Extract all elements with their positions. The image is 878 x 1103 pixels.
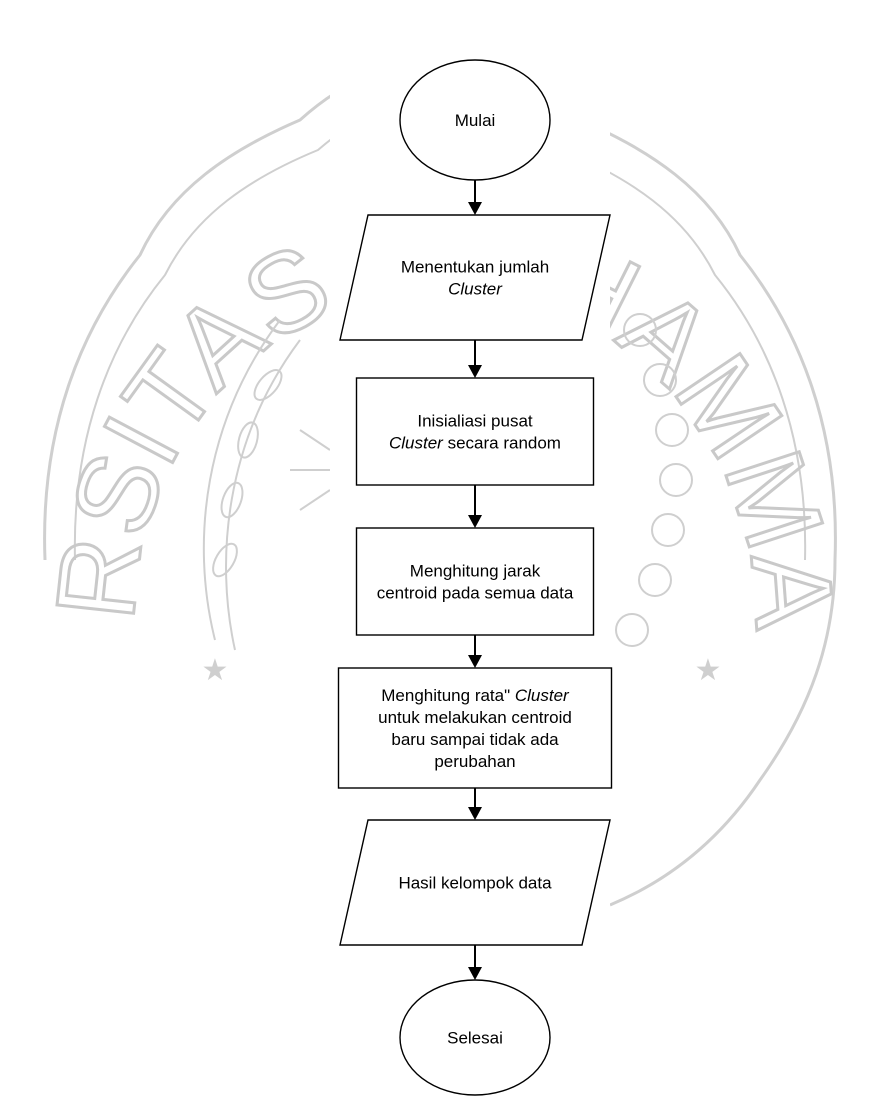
- flowchart-data-shape: [339, 214, 611, 341]
- flowchart-arrow-input-cluster-to-init-center: [468, 340, 482, 378]
- flowchart-arrow-output-group-to-end: [468, 945, 482, 980]
- arrowhead-icon: [468, 807, 482, 820]
- flowchart-node-end: Selesai: [399, 979, 551, 1096]
- flowchart-terminator-shape: [399, 979, 551, 1096]
- flowchart-arrow-calc-distance-to-calc-mean: [468, 635, 482, 668]
- flowchart-node-output-group: Hasil kelompok data: [339, 819, 611, 946]
- arrowhead-icon: [468, 655, 482, 668]
- star-left-icon: ★: [202, 653, 229, 688]
- star-right-icon: ★: [695, 653, 722, 688]
- arrowhead-icon: [468, 515, 482, 528]
- flowchart-node-label: Selesai: [447, 1029, 503, 1048]
- flowchart-arrow-start-to-input-cluster: [468, 180, 482, 215]
- flowchart-node-start: Mulai: [399, 59, 551, 181]
- flowchart-process-shape: [337, 667, 613, 789]
- flowchart-arrow-init-center-to-calc-distance: [468, 485, 482, 528]
- flowchart-node-label: Hasil kelompok data: [398, 874, 552, 893]
- flowchart-data-shape: [339, 819, 611, 946]
- flowchart-connectors: [468, 180, 482, 980]
- flowchart-process-shape: [355, 527, 595, 636]
- arrowhead-icon: [468, 202, 482, 215]
- arrowhead-icon: [468, 365, 482, 378]
- flowchart-terminator-shape: [399, 59, 551, 181]
- arrowhead-icon: [468, 967, 482, 980]
- flowchart-process-shape: [355, 377, 595, 486]
- flowchart-node-label: Mulai: [455, 111, 496, 130]
- flowchart-arrow-calc-mean-to-output-group: [468, 788, 482, 820]
